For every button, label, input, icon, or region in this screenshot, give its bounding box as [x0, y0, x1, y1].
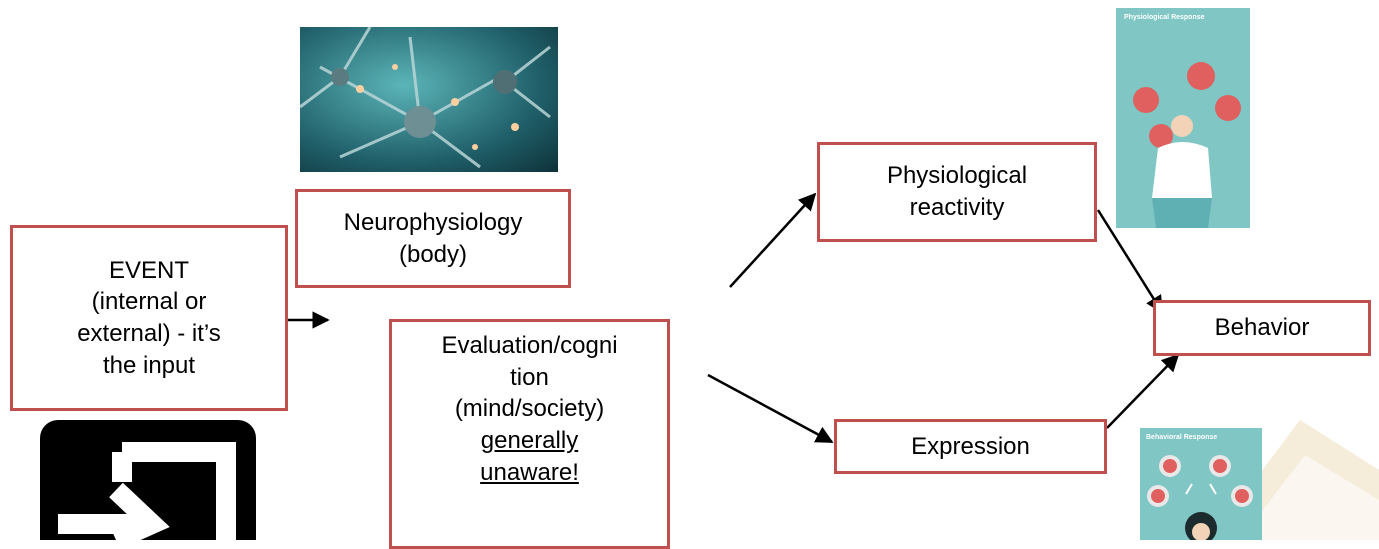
event-line: the input: [102, 351, 196, 379]
evaluation-box: Evaluation/cogni tion (mind/society) gen…: [389, 319, 670, 549]
evaluation-underlined-line: unaware!: [480, 458, 579, 486]
expression-label: Expression: [911, 432, 1030, 460]
arrow-expression-to-behavior: [1106, 353, 1180, 429]
neuro-line: Neurophysiology: [343, 208, 523, 236]
physiological-reactivity-box: Physiological reactivity: [817, 142, 1097, 242]
poster-title: Physiological Response: [1124, 14, 1205, 21]
neuro-line: (body): [398, 240, 468, 268]
sign-in-icon: [40, 420, 256, 540]
behavior-label: Behavior: [1214, 314, 1310, 342]
behavior-box: Behavior: [1153, 300, 1371, 356]
neurophysiology-box: Neurophysiology (body): [295, 189, 571, 288]
physio-line: reactivity: [909, 194, 1005, 221]
expression-box: Expression: [834, 419, 1107, 474]
event-line: EVENT: [108, 256, 189, 284]
physio-line: Physiological: [886, 162, 1028, 190]
evaluation-line: tion: [510, 363, 549, 391]
evaluation-underlined-line: generally: [480, 427, 579, 455]
arrow-physio-to-behavior: [1096, 209, 1164, 314]
event-line: (internal or: [91, 288, 207, 316]
evaluation-line: Evaluation/cogni: [441, 332, 618, 359]
physiological-response-poster: Physiological Response: [1116, 8, 1250, 228]
behavioral-response-poster: Behavioral Response: [1140, 428, 1262, 540]
poster-title: Behavioral Response: [1146, 434, 1218, 441]
arrow-eval-to-expression: [707, 373, 834, 444]
event-box: EVENT (internal or external) - it’s the …: [10, 225, 288, 411]
event-line: external) - it’s: [77, 320, 221, 347]
neuron-network-image: [300, 27, 558, 172]
arrow-eval-to-physio: [729, 192, 817, 288]
evaluation-line: (mind/society): [454, 395, 605, 423]
